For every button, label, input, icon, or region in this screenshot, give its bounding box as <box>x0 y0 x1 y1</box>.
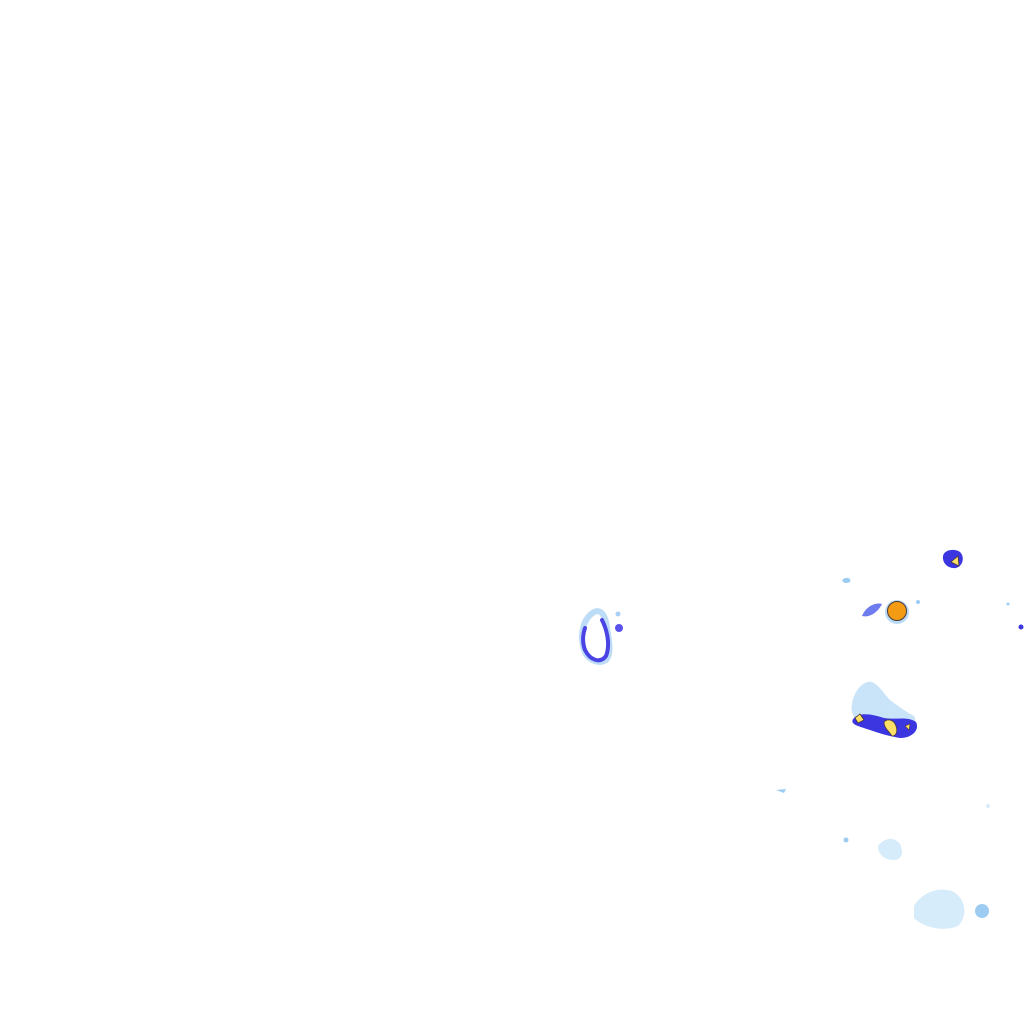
precip-scatter-south <box>776 602 1024 929</box>
precip-cell-cluster <box>851 681 918 738</box>
precip-cell-orange-fleck <box>842 577 851 584</box>
precip-scatter-south-g <box>986 804 990 808</box>
precip-cell-west-medium <box>581 618 611 663</box>
precip-scatter-south-a <box>878 838 902 860</box>
precip-cell-west-fleck-2 <box>615 611 621 617</box>
precip-cell-cluster-core-east <box>883 719 898 737</box>
precip-cell-northeast <box>942 549 963 569</box>
precip-cell-cluster-core-west <box>854 713 865 724</box>
precip-scatter-south-c <box>975 904 989 918</box>
precip-cell-orange-fleck-2 <box>916 600 920 604</box>
precip-scatter-south-d <box>843 837 849 843</box>
precip-cell-west-fleck <box>615 624 623 632</box>
precip-cell-orange-halo <box>862 603 882 617</box>
precip-cell-west <box>579 608 623 665</box>
precip-scatter-south-h <box>1006 602 1010 606</box>
precip-cell-orange <box>842 577 920 624</box>
precip-cell-northeast-core <box>950 555 960 567</box>
precip-scatter-south-b <box>914 889 965 929</box>
precip-scatter-south-f <box>1018 624 1024 630</box>
precip-scatter-south-e <box>776 789 786 793</box>
precip-cell-orange-core <box>887 601 907 621</box>
precip-cell-cluster-core-far <box>904 723 911 731</box>
